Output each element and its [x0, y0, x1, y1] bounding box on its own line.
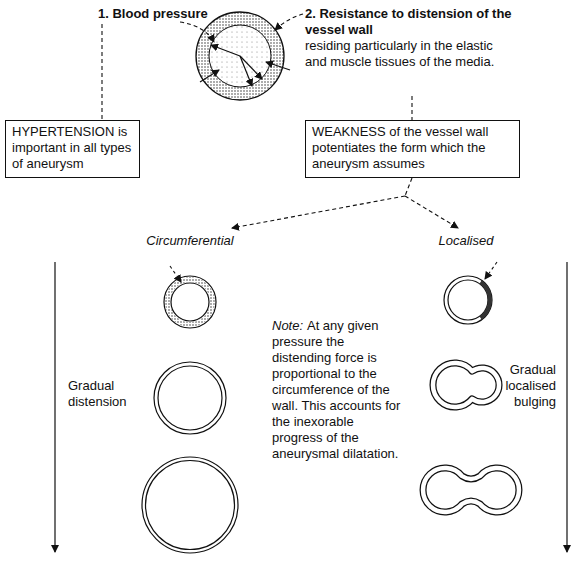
leader-line [411, 96, 412, 120]
leader-arrow [485, 262, 497, 279]
leader-arrow [232, 196, 405, 228]
progression-arrow [566, 262, 567, 552]
pressure-arrow [240, 56, 252, 86]
resistance-arrow [200, 70, 219, 82]
cause-box: WEAKNESS of the vessel wall potentiates … [305, 120, 520, 178]
vessel-ring [164, 276, 216, 328]
pressure-arrow [240, 56, 262, 79]
vessel-ring [146, 461, 235, 550]
aneurysm-bulge [433, 363, 499, 407]
resistance-arrow [266, 62, 290, 70]
factor-heading: 2. Resistance to distension of the vesse… [305, 6, 523, 38]
note-lead: Note: [272, 318, 303, 333]
vessel-ring [444, 276, 492, 324]
form-label: Circumferential [140, 233, 240, 249]
weak-wall [168, 280, 213, 325]
vessel-ring [171, 283, 209, 321]
vessel-ring [142, 457, 238, 553]
box-text: HYPERTENSION is important in all types o… [12, 124, 133, 172]
form-label: Localised [416, 233, 516, 249]
progression-label: Gradual distension [68, 378, 143, 410]
vessel-ring [448, 280, 488, 320]
leader-line [405, 178, 412, 196]
factor-heading: 1. Blood pressure [98, 6, 248, 22]
note-block: Note:At any given pressure the distendin… [272, 318, 404, 462]
leader-line [101, 24, 102, 120]
leader-arrow [275, 14, 303, 30]
vessel-lumen [209, 25, 271, 87]
leader-arrow [170, 266, 181, 282]
aneurysm-bulge [423, 468, 519, 512]
progression-label: Gradual localised bulging [478, 362, 556, 410]
leader-arrow [180, 22, 214, 42]
aneurysm-bulge [433, 363, 499, 407]
factor-description: residing particularly in the elastic and… [305, 38, 495, 70]
box-text: WEAKNESS of the vessel wall potentiates … [312, 124, 513, 172]
cause-box: HYPERTENSION is important in all types o… [5, 120, 140, 178]
aneurysm-bulge [423, 468, 519, 512]
pressure-arrow [211, 45, 240, 56]
weak-wall [481, 282, 490, 318]
note-text: At any given pressure the distending for… [272, 318, 400, 461]
vessel-ring [154, 362, 226, 434]
vessel-wall [196, 12, 284, 100]
leader-arrow [405, 196, 458, 228]
vessel-ring [158, 366, 222, 430]
progression-arrow [54, 262, 55, 552]
